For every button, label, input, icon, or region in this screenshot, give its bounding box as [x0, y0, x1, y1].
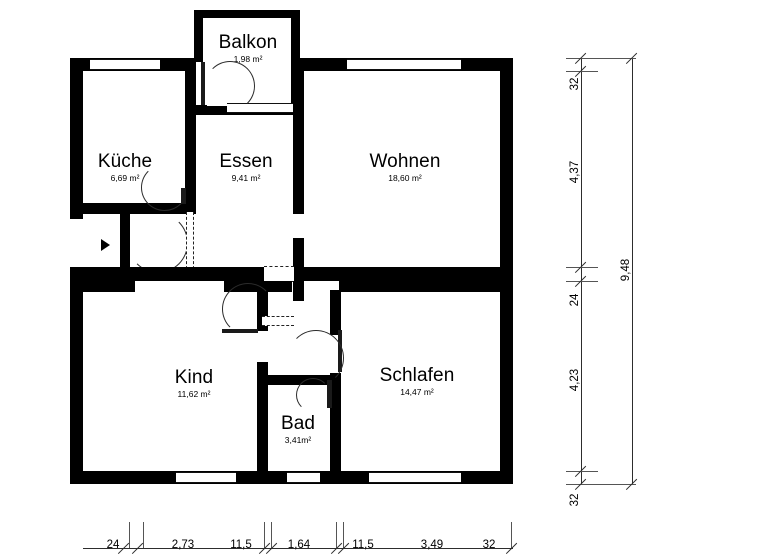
dim-label-bottom-3: 1,64: [287, 539, 311, 551]
dim-ext-b2: [264, 522, 265, 548]
dim-label-bottom-4: 11,5: [352, 539, 374, 551]
balkon-door-leaf: [201, 62, 205, 108]
wall-kind-bad-lower: [257, 362, 268, 474]
wall-essen-wohnen-lower: [293, 238, 304, 282]
entrance-door-swing: [128, 213, 188, 273]
dim-ext-b6: [511, 522, 512, 548]
opening-vestibule: [262, 316, 294, 326]
kueche-door-swing: [141, 164, 188, 211]
wall-essen-wohnen: [293, 58, 304, 214]
dim-label-bottom-2: 11,5: [230, 539, 252, 551]
room-area: 1,98 m²: [233, 53, 263, 64]
room-name: Schlafen: [379, 364, 455, 386]
wall-essen-top-jamb: [185, 105, 207, 115]
room-area: 6,69 m²: [110, 172, 140, 183]
dim-ext-b5: [343, 522, 344, 548]
entry-arrow-icon: [101, 239, 110, 251]
wall-mid-left: [70, 267, 266, 281]
room-label-schlafen: Schlafen 14,47 m²: [380, 366, 455, 397]
dim-right-outer-line: [632, 58, 634, 484]
dim-ext-r1: [566, 71, 598, 72]
room-name: Balkon: [218, 31, 278, 53]
room-label-balkon: Balkon 1,98 m²: [219, 33, 278, 64]
room-area: 9,41 m²: [231, 172, 261, 183]
dim-bottom-line: [83, 548, 513, 550]
dim-ext-r0: [566, 58, 636, 59]
room-label-bad: Bad 3,41m²: [281, 414, 315, 445]
room-label-kind: Kind 11,62 m²: [175, 368, 213, 399]
balkon-wall-top: [194, 10, 300, 18]
dim-label-bottom-5: 3,49: [420, 539, 444, 551]
window-kind-bottom: [176, 472, 236, 483]
wall-mid-right: [290, 267, 513, 281]
room-label-essen: Essen 9,41 m²: [219, 152, 272, 183]
wall-bad-schlafen-lower: [330, 373, 341, 474]
room-area: 11,62 m²: [177, 388, 211, 399]
room-label-kueche: Küche 6,69 m²: [98, 152, 152, 183]
opening-flur-essen: [186, 212, 194, 274]
dim-label-overall-right: 9,48: [620, 258, 632, 282]
wall-mid-schlafen-head: [339, 281, 513, 292]
window-schlafen-bottom: [369, 472, 461, 483]
dim-label-right-2: 24: [569, 293, 581, 307]
dim-ext-b1: [143, 522, 144, 548]
dim-label-bottom-0: 24: [106, 539, 120, 551]
dim-ext-r2: [566, 267, 598, 268]
schlafen-door-swing: [288, 330, 344, 386]
window-kueche-top: [90, 59, 160, 70]
dim-label-right-0: 32: [569, 77, 581, 91]
dim-ext-r3: [566, 281, 598, 282]
dim-label-right-3: 4,23: [569, 368, 581, 392]
wall-mid-left-thick: [70, 281, 135, 292]
dim-ext-r4: [566, 471, 598, 472]
window-bad-bottom: [287, 472, 320, 483]
room-area: 14,47 m²: [400, 386, 434, 397]
dim-label-right-4: 32: [569, 493, 581, 507]
room-area: 3,41m²: [284, 434, 312, 445]
room-label-wohnen: Wohnen 18,60 m²: [369, 152, 440, 183]
room-name: Bad: [280, 412, 316, 434]
room-name: Küche: [97, 150, 153, 172]
wall-flur-stub-right: [293, 281, 304, 301]
dim-right-inner-line: [581, 58, 583, 484]
dim-label-right-1: 4,37: [569, 160, 581, 184]
wall-kueche-essen: [185, 58, 196, 211]
entrance-door-opening: [70, 219, 83, 272]
wall-bad-schlafen: [330, 290, 341, 335]
wall-bad-top: [262, 375, 330, 385]
balkon-wall-left: [194, 10, 203, 62]
kind-door-swing: [222, 283, 274, 335]
room-area: 18,60 m²: [388, 172, 422, 183]
balkon-railing-window: [227, 103, 297, 113]
bad-door-swing: [296, 378, 330, 412]
room-name: Essen: [219, 150, 273, 172]
wall-flur-left-jamb: [83, 203, 128, 214]
dim-ext-b0: [129, 522, 130, 548]
dim-label-bottom-6: 32: [482, 539, 496, 551]
wall-flur-vertical: [120, 203, 130, 273]
room-name: Kind: [174, 366, 214, 388]
dim-ext-b4: [336, 522, 337, 548]
dim-ext-b3: [271, 522, 272, 548]
dim-ext-r5: [566, 484, 636, 485]
balkon-door-swing: [205, 61, 255, 111]
wall-kueche-bottom: [70, 203, 196, 214]
window-wohnen-top: [347, 59, 461, 70]
room-name: Wohnen: [369, 150, 441, 172]
dim-label-bottom-1: 2,73: [171, 539, 195, 551]
opening-mid-essen-flur: [264, 266, 294, 282]
